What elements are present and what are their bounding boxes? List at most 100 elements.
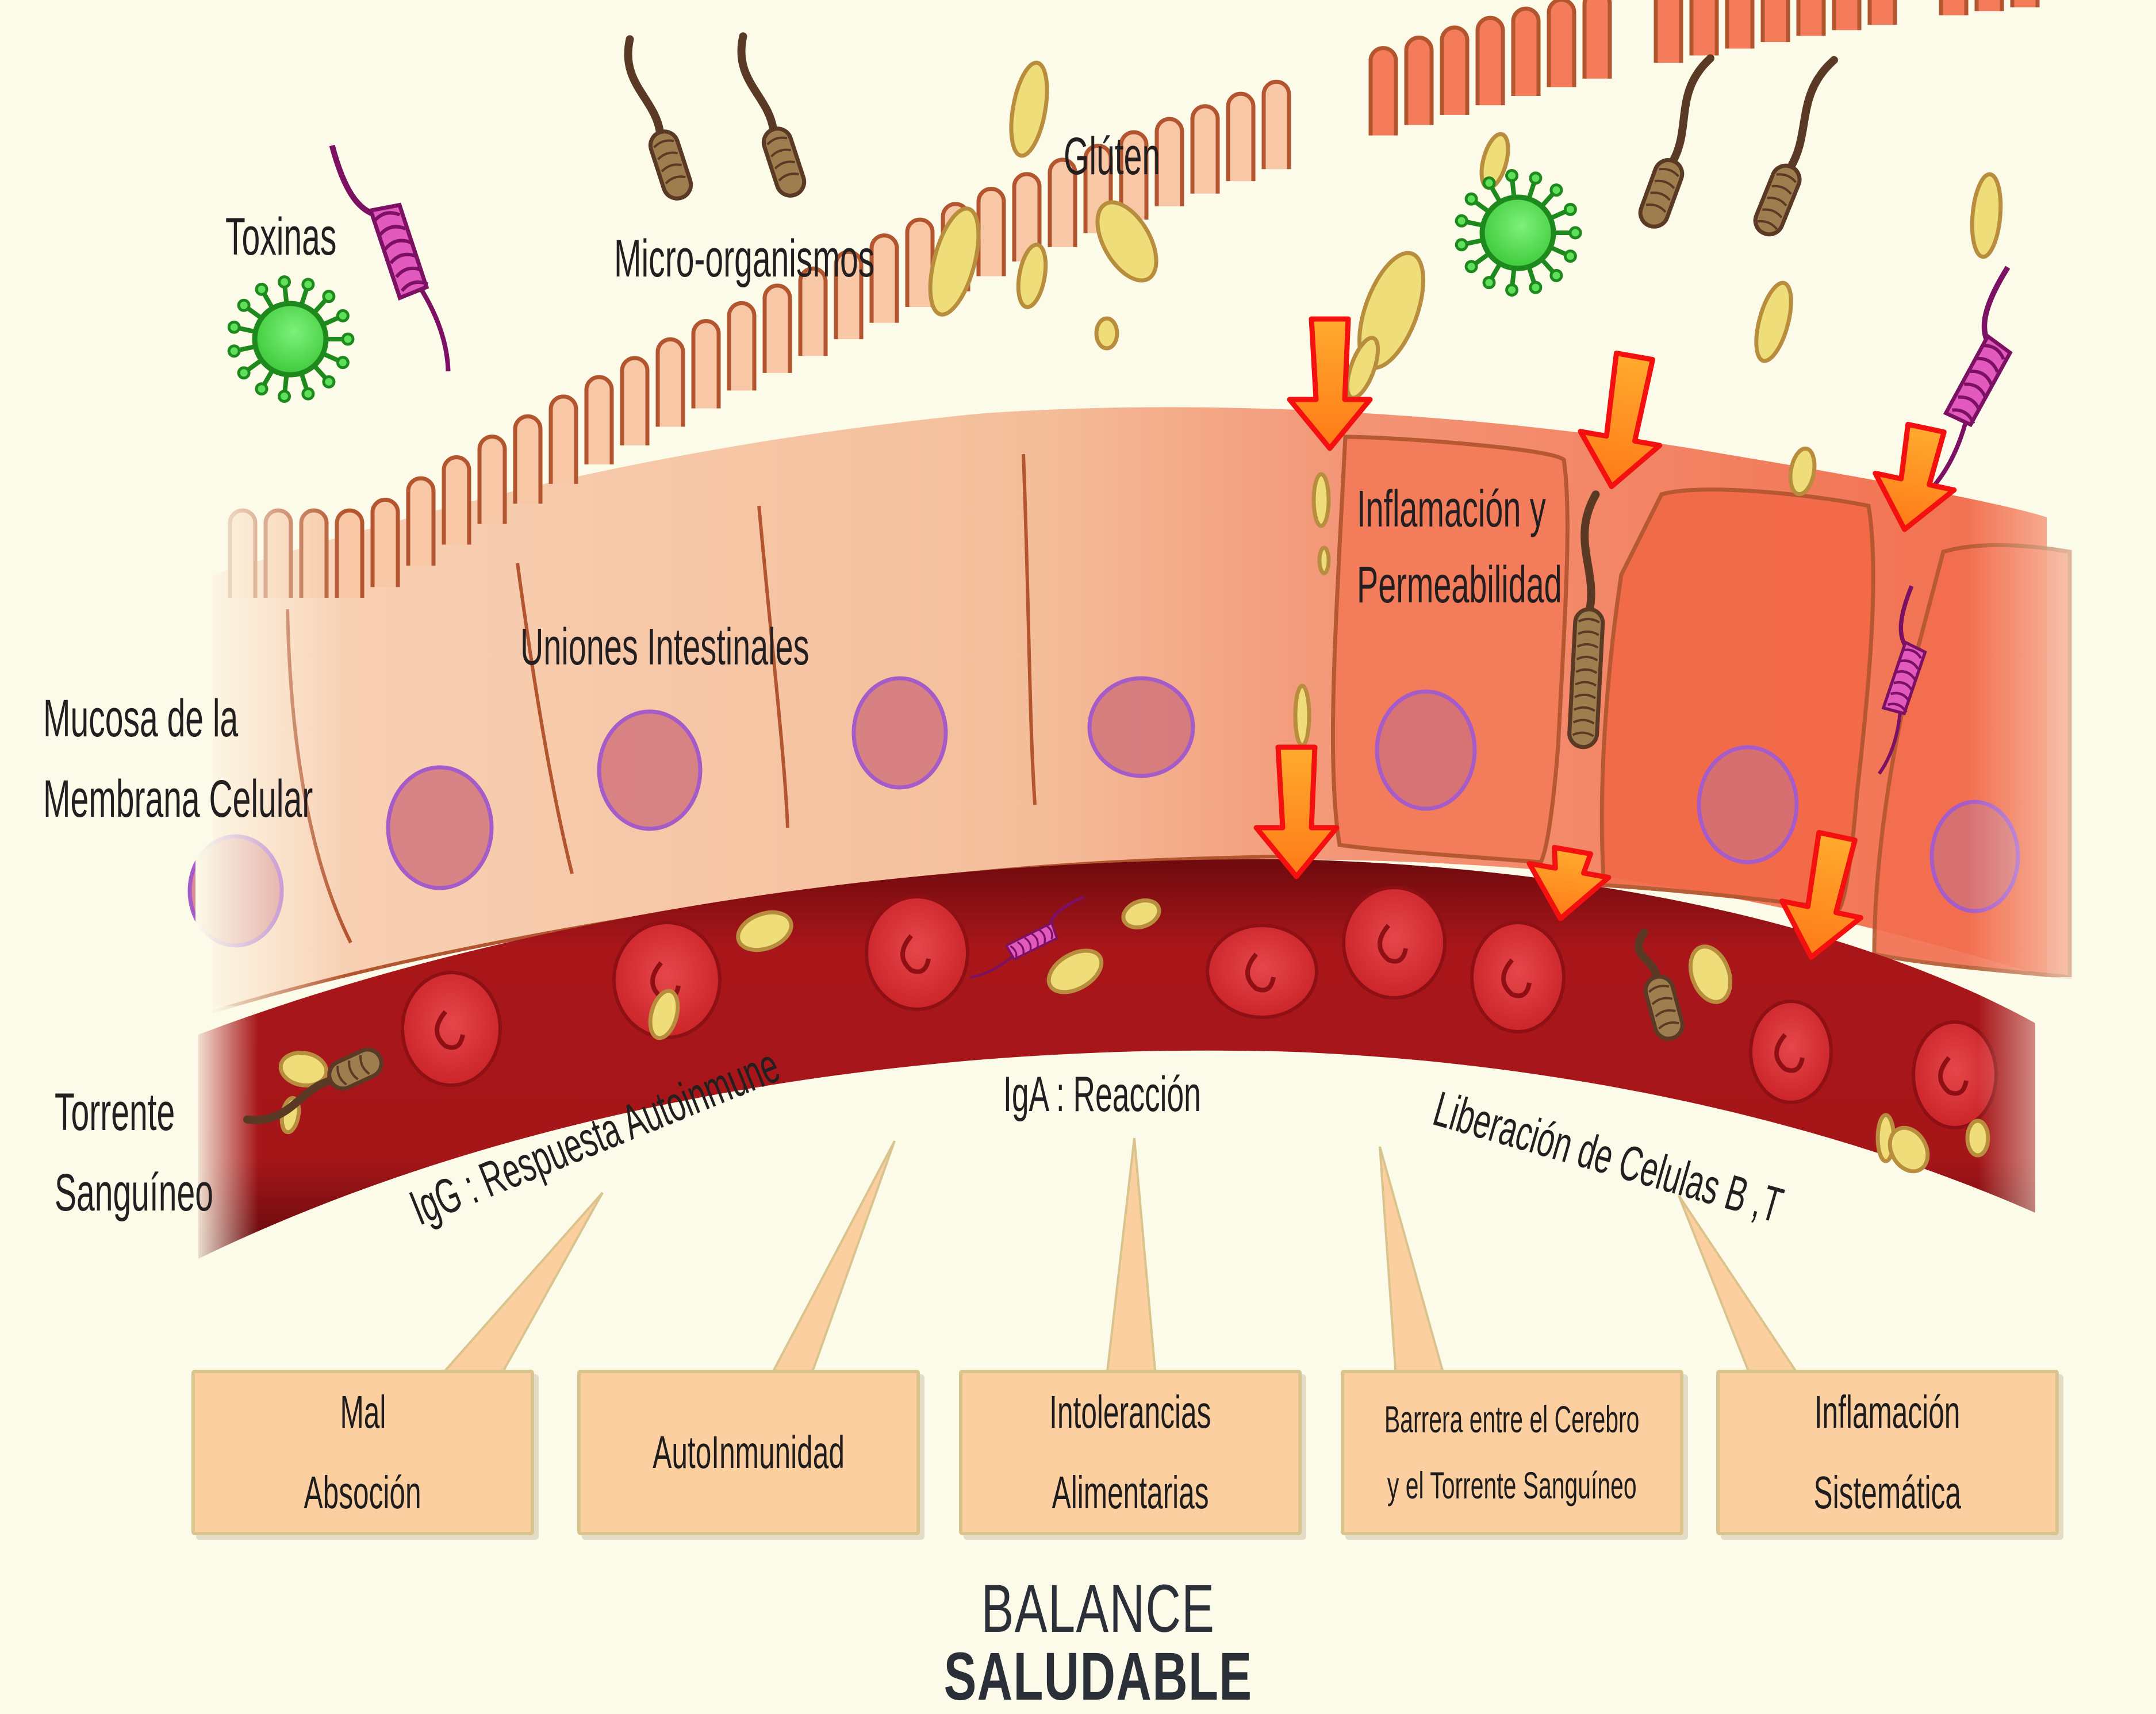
bacterium-flagellum [1635, 928, 1660, 981]
virus-spike-tip [237, 298, 251, 312]
bacterium [1567, 490, 1605, 750]
label-mucosa: Mucosa de la Membrana Celular [43, 678, 313, 839]
consequence-box-intolerancias: Intolerancias Alimentarias [959, 1370, 1302, 1535]
bacteria [243, 32, 1838, 1124]
virus-spike-tip [278, 275, 291, 289]
virus-spike-tip [1505, 169, 1519, 183]
gluten-particle [1121, 898, 1161, 929]
bacterium-body [1567, 607, 1605, 750]
consequence-box-inflamacion-sistematica: Inflamación Sistemática [1716, 1370, 2059, 1535]
toxin-tail [1981, 266, 2011, 344]
toxin-coil [378, 225, 406, 237]
consequence-box-autoinmunidad: AutoInmunidad [577, 1370, 920, 1535]
virus-spike-tip [1529, 280, 1543, 294]
consequence-text: Absoción [304, 1467, 422, 1518]
label-torrente-sanguineo: Torrente Sanguíneo [55, 1072, 213, 1233]
bacterium [1638, 54, 1714, 229]
toxin [1924, 266, 2013, 496]
virus-spike-tip [336, 356, 350, 370]
microvillus [727, 301, 757, 391]
toxin [329, 144, 451, 372]
consequence-text: Mal [340, 1386, 386, 1438]
toxin-coil [1016, 941, 1025, 956]
microvillus [1440, 25, 1470, 115]
virus-spike-tip [1455, 238, 1468, 252]
gluten-particle [1009, 60, 1049, 158]
consequence-text: Barrera entre el Cerebro [1384, 1397, 1640, 1440]
bacterium-stripe [1572, 718, 1595, 725]
toxin-coil [1038, 929, 1046, 944]
red-blood-cells [401, 886, 1998, 1129]
microvillus [1190, 104, 1220, 194]
toxin-coil [1888, 702, 1908, 713]
bacterium-stripe [661, 163, 682, 172]
red-blood-cell [865, 895, 969, 1011]
microvillus [1119, 130, 1149, 220]
virus-spike-tip [1549, 183, 1563, 197]
microvillus [1048, 157, 1077, 247]
red-blood-cell-center [1378, 924, 1408, 964]
gluten-particle [1970, 172, 2003, 259]
gluten-particle [648, 989, 680, 1040]
virus-spike-tip [301, 387, 315, 401]
label-torrente-line2: Sanguíneo [55, 1163, 213, 1222]
toxin-coil [1902, 648, 1922, 659]
microvillus [1261, 79, 1291, 170]
consequence-text: AutoInmunidad [653, 1427, 845, 1478]
virus-body [1479, 194, 1556, 271]
microvillus [1475, 16, 1505, 106]
microvillus [370, 497, 400, 587]
toxin-coil [1958, 395, 1981, 412]
label-torrente-line1: Torrente [55, 1083, 175, 1142]
gluten-particle [278, 1051, 329, 1087]
bacterium-flagellum [1669, 54, 1714, 165]
label-inflamacion-line1: Inflamación y [1357, 481, 1546, 538]
microvillus [513, 414, 543, 504]
toxin-coil [1899, 659, 1919, 670]
virus-spike-tip [1563, 202, 1577, 216]
toxin-coil [389, 252, 417, 264]
brand-name-light: BALANCE [981, 1571, 1215, 1647]
toxin-tail [1878, 712, 1902, 775]
arrow-shape [1873, 421, 1957, 532]
microvillus [584, 375, 614, 464]
bacterium-stripe [1572, 731, 1594, 737]
microvillus [869, 233, 899, 323]
down-arrow [1779, 829, 1863, 960]
bacterium-stripe [359, 1055, 370, 1075]
virus-body [252, 301, 329, 378]
red-blood-cell [401, 971, 502, 1087]
label-mucosa-line1: Mucosa de la [43, 689, 239, 748]
virus-spike-tip [255, 282, 268, 296]
gluten-particle [1688, 944, 1733, 1004]
bacterium-stripe [348, 1060, 359, 1081]
bacterium [624, 35, 693, 201]
gluten-particle [1311, 472, 1331, 528]
virus-spike-tip [1529, 171, 1543, 185]
toxin-tail [419, 288, 451, 372]
bacterium-stripe [1645, 203, 1667, 213]
label-inflamacion-permeabilidad: Inflamación y Permeabilidad [1357, 471, 1562, 623]
label-inflamacion-line2: Permeabilidad [1357, 556, 1562, 614]
gluten-particle [1094, 316, 1119, 351]
microvillus [1368, 46, 1398, 136]
virus-spike-tip [1568, 226, 1582, 240]
virus-spike-tip [1464, 260, 1478, 274]
consequence-text: Sistemática [1813, 1467, 1962, 1518]
red-blood-cell-center [435, 1010, 465, 1050]
virus-spike-tip [1563, 249, 1577, 263]
arrow-shape [1526, 844, 1612, 921]
label-mucosa-line2: Membrana Celular [43, 770, 313, 828]
virus-spike-tip [278, 389, 291, 403]
bacterium-stripe [1573, 706, 1595, 712]
virus-spike-tip [322, 375, 336, 389]
down-arrow [1578, 350, 1663, 490]
bacterium-flagellum [1580, 490, 1600, 613]
virus-spike-tip [227, 344, 241, 358]
gluten-particle [1965, 1119, 1990, 1158]
toxin-coil [1975, 356, 1999, 373]
bacterium-stripe [1654, 179, 1675, 189]
cell-nucleus [1087, 676, 1195, 778]
toxin-body [1881, 640, 1927, 716]
virus-spike-tip [1505, 283, 1519, 297]
